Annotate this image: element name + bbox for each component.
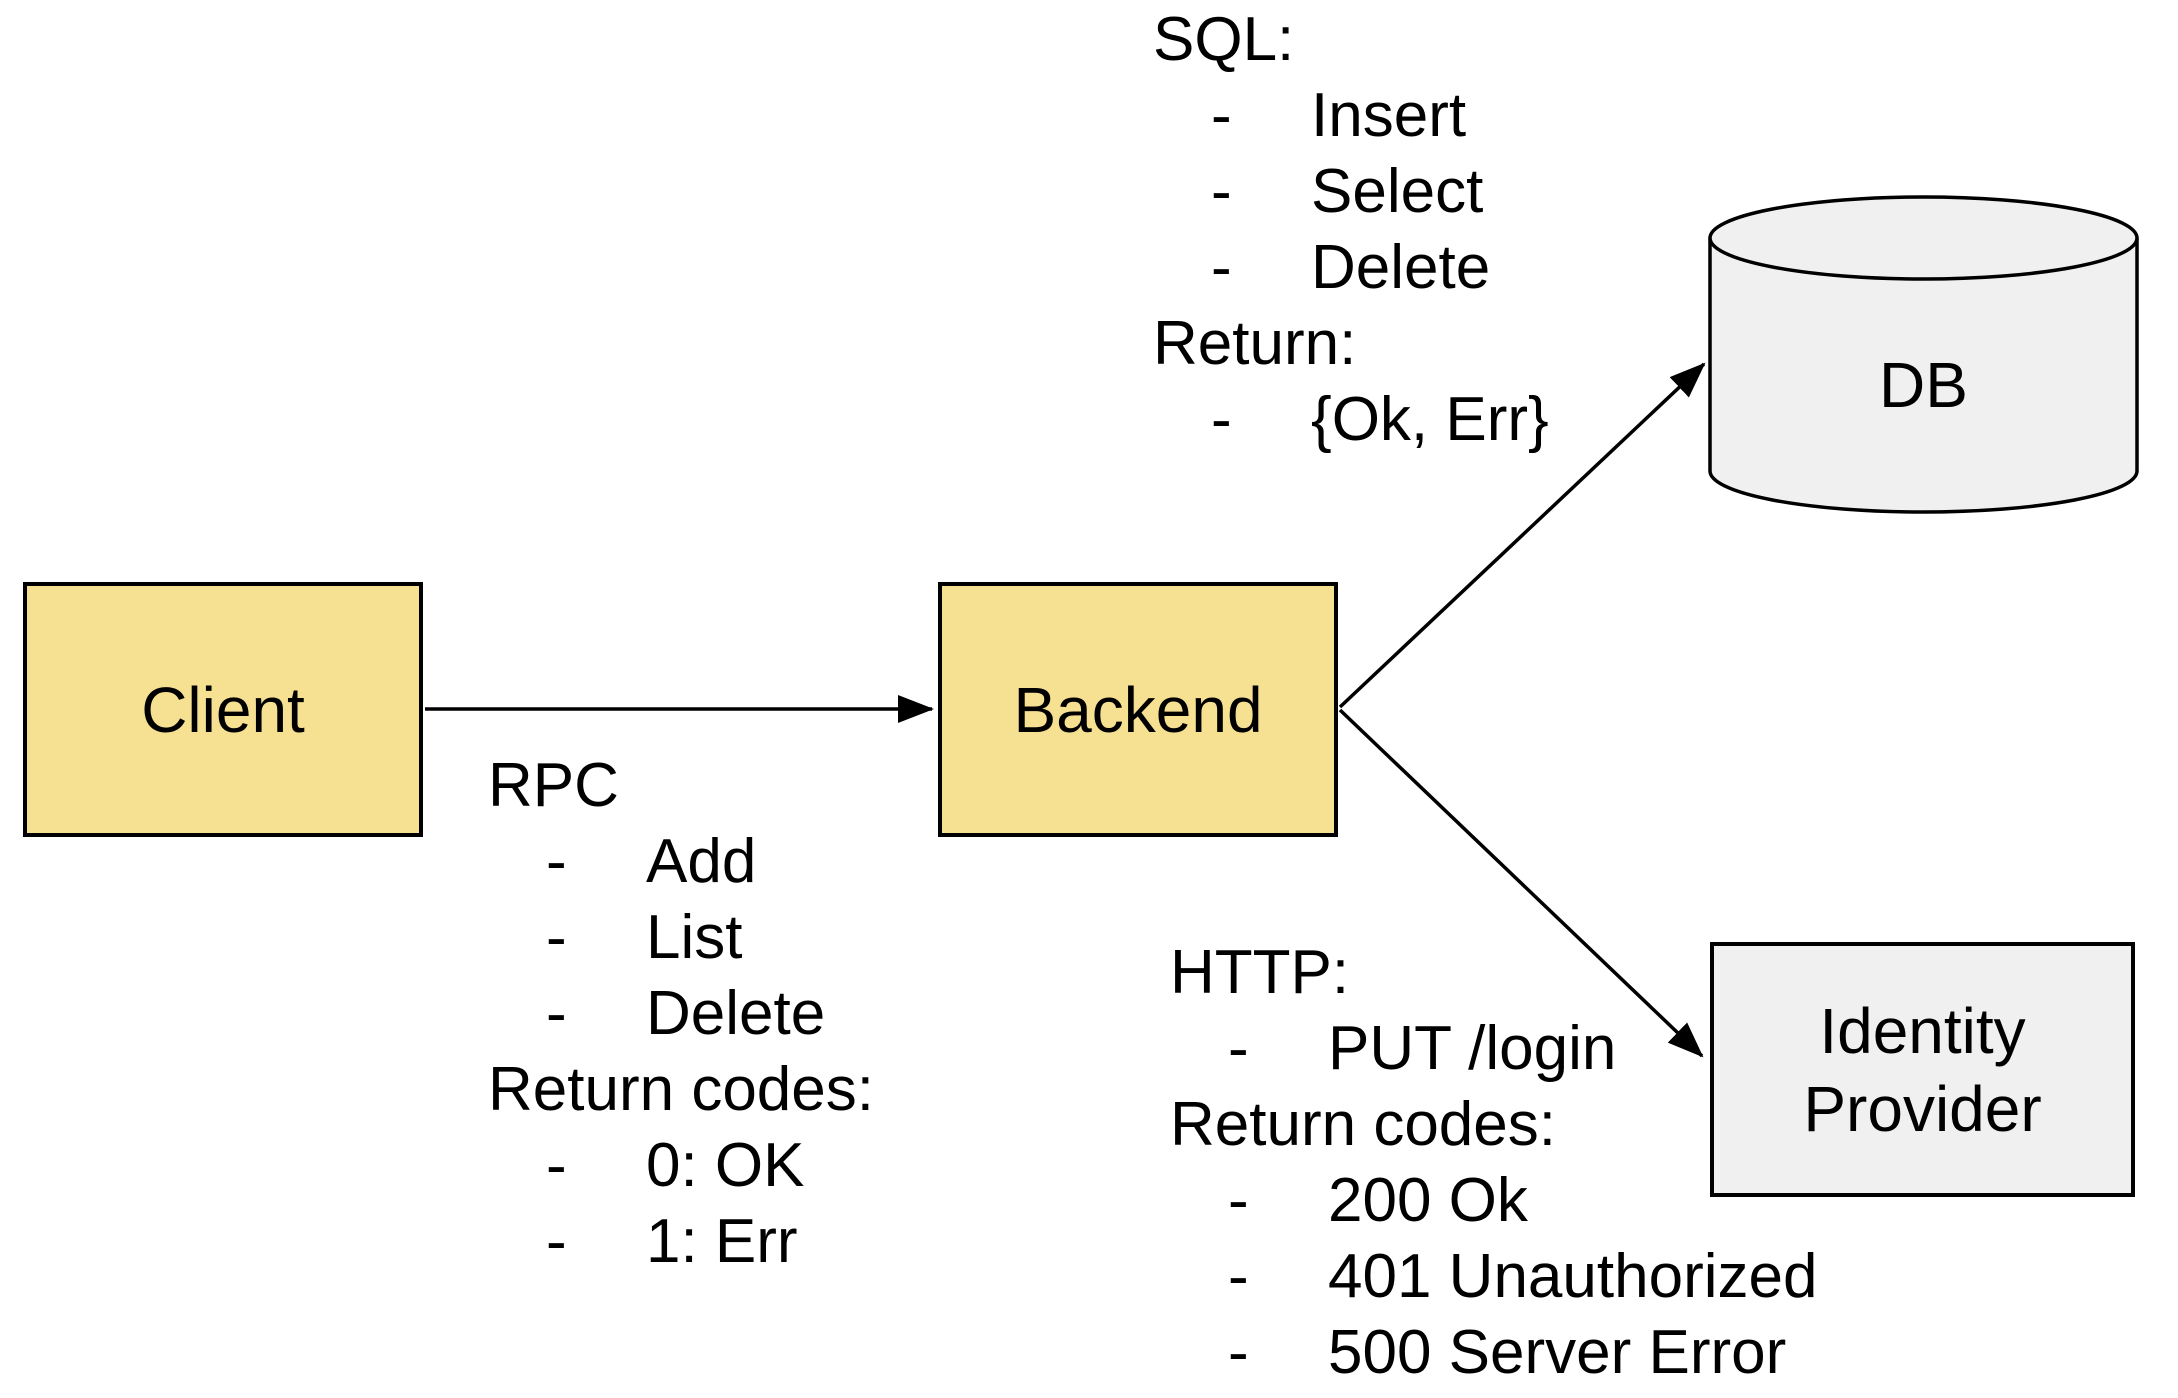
- sql-title: SQL:: [1153, 5, 1295, 74]
- http-return-code-label: 500 Server Error: [1328, 1318, 1787, 1387]
- rpc-item: - List: [488, 900, 874, 976]
- arrow-backend-to-idp: [1338, 708, 1704, 1058]
- rpc-annotation: RPC - Add - List - Delete Return codes: - 0:…: [488, 748, 874, 1280]
- rpc-subtitle: Return codes:: [488, 1055, 874, 1124]
- http-annotation: HTTP: -PUT /login Return codes: -200 Ok …: [1170, 935, 1817, 1391]
- sql-return-value-label: {Ok, Err}: [1311, 385, 1549, 454]
- bullet-dash: -: [546, 827, 567, 896]
- http-return-code: - 200 Ok: [1170, 1163, 1817, 1239]
- http-return-code: - 500 Server Error: [1170, 1315, 1817, 1391]
- http-title: HTTP:: [1170, 938, 1350, 1007]
- http-return-code-label: 401 Unauthorized: [1328, 1242, 1818, 1311]
- rpc-return-code: - 1: Err: [488, 1204, 874, 1280]
- bullet-dash: -: [1228, 1014, 1249, 1083]
- client-node: Client: [23, 582, 423, 837]
- backend-node-label: Backend: [1013, 673, 1263, 746]
- rpc-title: RPC: [488, 751, 619, 820]
- rpc-item: - Add: [488, 824, 874, 900]
- sql-item-label: Delete: [1311, 233, 1491, 302]
- http-item: - PUT /login: [1170, 1011, 1817, 1087]
- db-node-label: DB: [1879, 349, 1968, 421]
- rpc-item: - Delete: [488, 976, 874, 1052]
- http-return-code-label: 200 Ok: [1328, 1166, 1528, 1235]
- bullet-dash: -: [1211, 233, 1232, 302]
- bullet-dash: -: [1211, 81, 1232, 150]
- rpc-return-code: - 0: OK: [488, 1128, 874, 1204]
- client-node-label: Client: [141, 673, 305, 746]
- db-cylinder: [1708, 195, 2139, 514]
- rpc-item-label: Add: [646, 827, 757, 896]
- bullet-dash: -: [546, 1131, 567, 1200]
- identity-provider-node: Identity Provider: [1710, 942, 2135, 1197]
- rpc-item-label: List: [646, 903, 743, 972]
- backend-node: Backend: [938, 582, 1338, 837]
- sql-return-value: - {Ok, Err}: [1153, 382, 1549, 458]
- sql-item: - Select: [1153, 154, 1549, 230]
- bullet-dash: -: [1228, 1242, 1249, 1311]
- rpc-return-code-label: 0: OK: [646, 1131, 805, 1200]
- sql-annotation: SQL: - Insert - Select - Delete Return: - {O…: [1153, 2, 1549, 458]
- rpc-item-label: Delete: [646, 979, 826, 1048]
- bullet-dash: -: [1211, 385, 1232, 454]
- sql-item: - Insert: [1153, 78, 1549, 154]
- bullet-dash: -: [546, 1207, 567, 1276]
- http-item-label: PUT /login: [1328, 1014, 1617, 1083]
- sql-item-label: Select: [1311, 157, 1484, 226]
- rpc-return-code-label: 1: Err: [646, 1207, 798, 1276]
- http-return-code: - 401 Unauthorized: [1170, 1239, 1817, 1315]
- sql-subtitle: Return:: [1153, 309, 1357, 378]
- sql-item: - Delete: [1153, 230, 1549, 306]
- bullet-dash: -: [546, 979, 567, 1048]
- arrow-backend-to-db: [1338, 362, 1706, 709]
- sql-item-label: Insert: [1311, 81, 1467, 150]
- bullet-dash: -: [546, 903, 567, 972]
- bullet-dash: -: [1211, 157, 1232, 226]
- identity-provider-node-label: Identity Provider: [1803, 994, 2042, 1145]
- bullet-dash: -: [1228, 1166, 1249, 1235]
- http-subtitle: Return codes:: [1170, 1090, 1556, 1159]
- bullet-dash: -: [1228, 1318, 1249, 1387]
